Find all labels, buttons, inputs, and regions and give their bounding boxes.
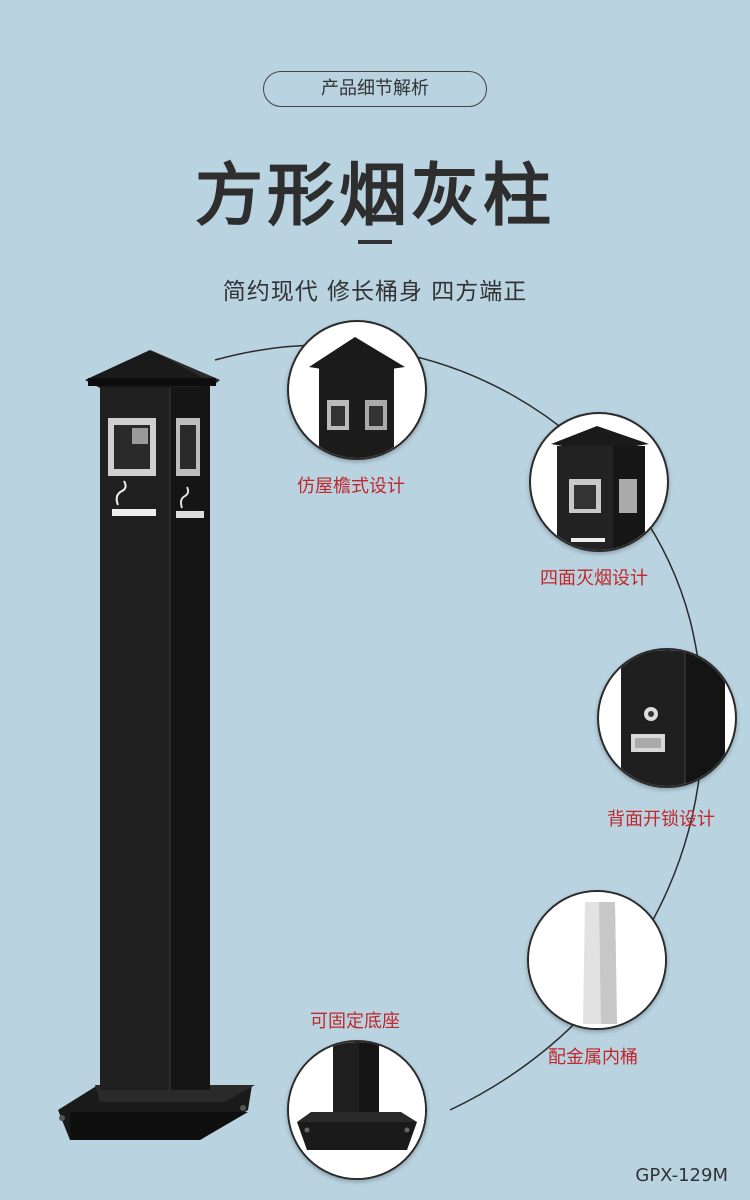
post-body [100,385,210,1090]
feature-label-inner-bucket: 配金属内桶 [548,1047,638,1068]
feature-label-four-side: 四面灭烟设计 [540,568,648,589]
detail-circle-base [287,1040,427,1180]
section-pill-label: 产品细节解析 [263,71,487,107]
detail-circle-back-lock [597,648,737,788]
post-base [58,1085,255,1140]
smoking-sign-side [176,486,204,518]
front-ash-slot [108,418,156,476]
post-roof [85,350,220,388]
smoking-sign-front [112,480,156,516]
page-title: 方形烟灰柱 [194,157,555,236]
feature-label-back-lock: 背面开锁设计 [607,809,715,830]
detail-circle-roof [287,320,427,460]
title-divider [358,240,392,244]
side-ash-slot [176,418,200,476]
feature-label-base: 可固定底座 [310,1011,400,1032]
feature-label-roof: 仿屋檐式设计 [297,476,405,497]
page-subtitle: 简约现代 修长桶身 四方端正 [222,279,528,305]
detail-circle-inner-bucket [527,890,667,1030]
detail-circle-four-side [529,412,669,552]
model-number: GPX-129M [635,1165,728,1186]
